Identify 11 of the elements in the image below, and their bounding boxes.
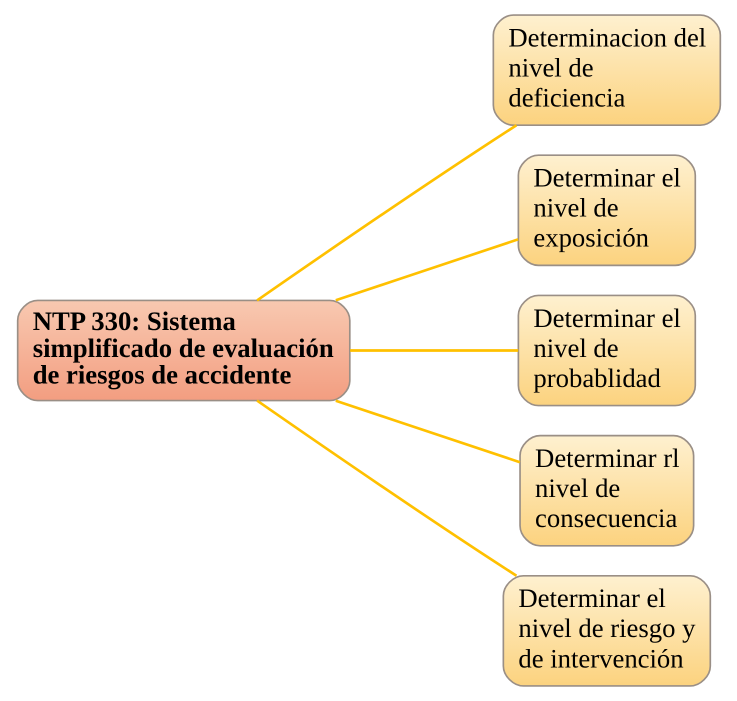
node-box: Determinar el nivel de exposición [517,154,696,266]
connector [256,124,517,302]
connector [334,238,518,302]
connector [256,399,517,577]
node-box: Determinar rl nivel de consecuencia [518,434,694,547]
node-box: NTP 330: Sistema simplificado de evaluación de riesgos de accidente [16,300,350,402]
connector [334,399,520,464]
connector [350,349,518,352]
node-box: Determinar el nivel de riesgo y de intervención [502,574,711,687]
node-box: Determinar el nivel de probablidad [517,294,696,406]
node-box: Determinacion del nivel de deficiencia [492,14,721,126]
